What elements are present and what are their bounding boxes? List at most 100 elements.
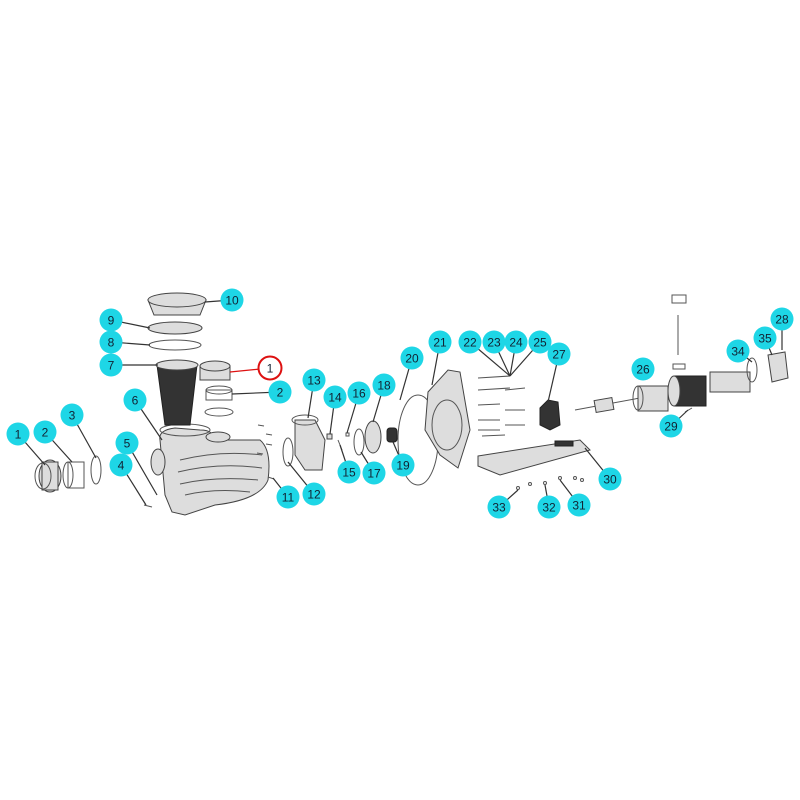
part-impeller — [364, 420, 382, 454]
callout-label: 27 — [552, 348, 566, 362]
part-strainer-basket — [155, 359, 199, 426]
callout-3[interactable]: 3 — [60, 403, 84, 427]
callout-33[interactable]: 33 — [487, 495, 511, 519]
callout-label: 13 — [307, 374, 321, 388]
callout-circle — [109, 453, 133, 477]
part-end-cover — [709, 351, 789, 393]
callout-label: 33 — [492, 501, 506, 515]
callout-label: 26 — [636, 363, 650, 377]
callout-label: 4 — [118, 459, 125, 473]
callout-circle — [547, 342, 571, 366]
callout-label: 3 — [69, 409, 76, 423]
part-mechanical-seal — [386, 427, 398, 443]
callout-2[interactable]: 2 — [33, 420, 57, 444]
callout-circle — [726, 339, 750, 363]
callout-34[interactable]: 34 — [726, 339, 750, 363]
part-lid-o-ring — [148, 339, 202, 351]
part-bolts — [477, 375, 526, 437]
callout-circle — [302, 482, 326, 506]
callout-28[interactable]: 28 — [770, 307, 794, 331]
callout-label: 1 — [267, 362, 274, 376]
callout-circle — [458, 330, 482, 354]
part-tail-piece — [62, 461, 85, 489]
callout-26[interactable]: 26 — [631, 357, 655, 381]
callout-8[interactable]: 8 — [99, 330, 123, 354]
callout-circle — [33, 420, 57, 444]
part-tail-piece-top — [205, 385, 233, 401]
callout-5[interactable]: 5 — [115, 431, 139, 455]
callout-30[interactable]: 30 — [598, 467, 622, 491]
callout-label: 19 — [396, 459, 410, 473]
part-seal — [353, 428, 365, 456]
callout-label: 20 — [405, 352, 419, 366]
part-union-nut-top — [199, 360, 231, 381]
callout-circle — [537, 495, 561, 519]
callout-23[interactable]: 23 — [482, 330, 506, 354]
callout-label: 28 — [775, 313, 789, 327]
callout-label: 22 — [463, 336, 477, 350]
callout-32[interactable]: 32 — [537, 495, 561, 519]
part-motor-stator — [632, 385, 669, 412]
callout-label: 18 — [377, 379, 391, 393]
callout-24[interactable]: 24 — [504, 330, 528, 354]
callout-15[interactable]: 15 — [337, 460, 361, 484]
callout-14[interactable]: 14 — [323, 385, 347, 409]
callout-label: 32 — [542, 501, 556, 515]
callout-circle — [268, 380, 292, 404]
part-front-bearing-housing — [539, 399, 561, 431]
callout-label: 2 — [42, 426, 49, 440]
callout-21[interactable]: 21 — [428, 330, 452, 354]
callout-13[interactable]: 13 — [302, 368, 326, 392]
callout-circle — [770, 307, 794, 331]
part-pump-body — [150, 423, 270, 516]
callout-27[interactable]: 27 — [547, 342, 571, 366]
part-lid-ring — [147, 321, 203, 335]
callout-label: 30 — [603, 473, 617, 487]
callout-circle — [598, 467, 622, 491]
callout-1-highlighted[interactable]: 1 — [257, 355, 283, 381]
callout-circle — [487, 495, 511, 519]
part-rotor-shaft — [574, 396, 641, 414]
callout-circle — [400, 346, 424, 370]
callout-circle — [362, 461, 386, 485]
callout-circle — [347, 381, 371, 405]
callout-circle — [123, 388, 147, 412]
callout-circle — [528, 330, 552, 354]
callout-16[interactable]: 16 — [347, 381, 371, 405]
callout-9[interactable]: 9 — [99, 308, 123, 332]
callout-6[interactable]: 6 — [123, 388, 147, 412]
callout-10[interactable]: 10 — [220, 288, 244, 312]
callout-4[interactable]: 4 — [109, 453, 133, 477]
part-diffuser — [291, 414, 326, 471]
callout-12[interactable]: 12 — [302, 482, 326, 506]
callout-1[interactable]: 1 — [6, 422, 30, 446]
callout-29[interactable]: 29 — [659, 414, 683, 438]
callout-circle — [220, 288, 244, 312]
part-base-screws — [516, 476, 584, 490]
callout-label: 12 — [307, 488, 321, 502]
callout-25[interactable]: 25 — [528, 330, 552, 354]
callout-22[interactable]: 22 — [458, 330, 482, 354]
callout-11[interactable]: 11 — [276, 485, 300, 509]
part-lid — [147, 292, 207, 316]
callout-circle — [753, 326, 777, 350]
callout-31[interactable]: 31 — [567, 493, 591, 517]
callout-label: 14 — [328, 391, 342, 405]
callout-label: 6 — [132, 394, 139, 408]
callout-label: 25 — [533, 336, 547, 350]
callout-circle — [391, 453, 415, 477]
callout-circle — [99, 308, 123, 332]
callout-label: 35 — [758, 332, 772, 346]
callout-circle — [567, 493, 591, 517]
callout-2[interactable]: 2 — [268, 380, 292, 404]
callout-35[interactable]: 35 — [753, 326, 777, 350]
callout-circle — [302, 368, 326, 392]
callout-20[interactable]: 20 — [400, 346, 424, 370]
callout-7[interactable]: 7 — [99, 353, 123, 377]
callout-label: 11 — [282, 491, 295, 505]
callout-18[interactable]: 18 — [372, 373, 396, 397]
callout-19[interactable]: 19 — [391, 453, 415, 477]
callout-17[interactable]: 17 — [362, 461, 386, 485]
callout-label: 7 — [108, 359, 115, 373]
